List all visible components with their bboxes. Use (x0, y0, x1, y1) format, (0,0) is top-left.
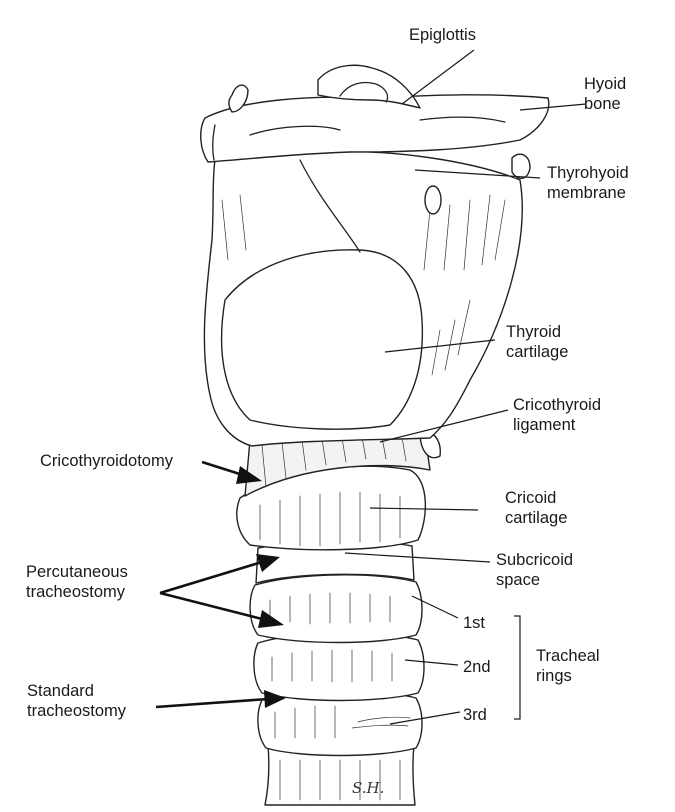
ring-hatching (269, 592, 401, 801)
label-standard-tracheostomy-line2: tracheostomy (27, 702, 127, 720)
label-subcricoid-space-line1: Subcricoid (496, 551, 573, 569)
leader-hyoid (519, 103, 587, 111)
hyoid-bone-shape (200, 94, 550, 163)
hyoid-left-horn (228, 84, 249, 113)
label-thyrohyoid-membrane-line2: membrane (547, 184, 626, 202)
procedure-arrows (155, 460, 286, 709)
arrow-standard-tracheostomy (155, 697, 269, 709)
label-cricoid-cartilage-line1: Cricoid (505, 489, 556, 507)
label-standard-tracheostomy-line1: Standard (27, 682, 94, 700)
leader-lines (344, 49, 587, 725)
label-hyoid-bone-line1: Hyoid (584, 75, 626, 93)
leader-ring-1st (411, 595, 459, 619)
tracheal-ring-3rd-incision (351, 716, 411, 729)
thyroid-notch-line (299, 159, 361, 253)
artist-signature: S.H. (352, 779, 384, 797)
arrowhead-cricothyroidotomy (236, 466, 262, 484)
cricothyroid-hatching (261, 436, 407, 488)
hyoid-right-tubercle (511, 153, 531, 179)
labels: Epiglottis Hyoid bone Thyrohyoid membran… (26, 26, 629, 724)
label-subcricoid-space-line2: space (496, 571, 540, 589)
label-epiglottis: Epiglottis (409, 26, 476, 44)
tracheal-ring-1st (249, 574, 423, 644)
label-cricothyroid-ligament-line1: Cricothyroid (513, 396, 601, 414)
leader-subcricoid (344, 552, 491, 563)
label-hyoid-bone-line2: bone (584, 95, 621, 113)
thyrohyoid-foramen (424, 185, 442, 215)
label-percutaneous-tracheostomy-line1: Percutaneous (26, 563, 128, 581)
tracheal-rings-bracket (514, 615, 521, 720)
arrowhead-standard-tracheostomy (264, 690, 286, 708)
hyoid-detail (211, 116, 506, 161)
label-percutaneous-tracheostomy-line2: tracheostomy (26, 583, 126, 601)
leader-thyroid (384, 339, 496, 353)
arrow-percutaneous-lower (159, 591, 267, 622)
label-ring-1st: 1st (463, 614, 485, 632)
larynx-illustration: S.H. (200, 64, 550, 806)
leader-cricothyroid (379, 409, 509, 443)
label-tracheal-rings-line2: rings (536, 667, 572, 685)
label-cricoid-cartilage-line2: cartilage (505, 509, 567, 527)
label-thyroid-cartilage-line1: Thyroid (506, 323, 561, 341)
label-ring-3rd: 3rd (463, 706, 487, 724)
arrow-percutaneous-upper (159, 560, 263, 595)
label-thyroid-cartilage-line2: cartilage (506, 343, 568, 361)
leader-cricoid (369, 507, 479, 511)
leader-ring-3rd (389, 711, 461, 725)
label-thyrohyoid-membrane-line1: Thyrohyoid (547, 164, 629, 182)
cricoid-hatching (259, 491, 401, 547)
label-tracheal-rings-line1: Tracheal (536, 647, 600, 665)
thyroid-lamina (220, 249, 424, 430)
label-cricothyroid-ligament-line2: ligament (513, 416, 576, 434)
label-ring-2nd: 2nd (463, 658, 491, 676)
leader-ring-2nd (404, 659, 459, 666)
arrowhead-percutaneous-upper (256, 554, 280, 572)
leader-epiglottis (401, 49, 475, 105)
arrowhead-percutaneous-lower (258, 610, 284, 628)
label-cricothyroidotomy: Cricothyroidotomy (40, 452, 174, 470)
trachea (249, 541, 425, 806)
epiglottis-curl (339, 81, 389, 103)
leader-thyrohyoid (414, 169, 541, 179)
epiglottis-shape (317, 64, 421, 109)
